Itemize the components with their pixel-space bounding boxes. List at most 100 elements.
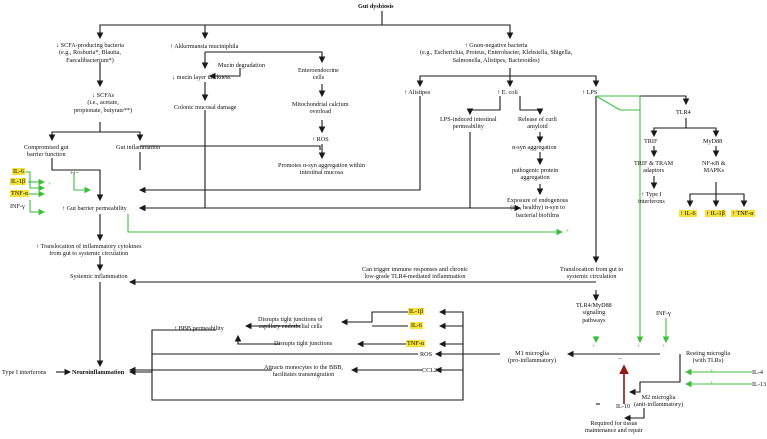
node-line: LPS-induced intestinal	[440, 116, 497, 123]
node-line: interferons	[638, 198, 665, 206]
node-line: M2 microglia	[641, 394, 676, 401]
gut-cytokine-il6: IL-6	[12, 168, 25, 176]
node-line: (anti-inflammatory)	[634, 401, 684, 409]
node-monocytes: Attracts monocytes to the BBB, facilitat…	[264, 364, 343, 379]
node-compromised-barrier: Compromised gut barrier function	[24, 144, 69, 159]
plus-minus-sign: +/−	[70, 170, 79, 177]
node-line: aggregation	[520, 174, 550, 182]
node-line: (i.e., acetate,	[87, 99, 119, 107]
node-trif: TRIF	[644, 138, 658, 145]
node-scfas: ↓ SCFAs (i.e., acetate, propionate, buty…	[74, 92, 132, 114]
node-scfa-bacteria: ↓ SCFA-producing bacteria (e.g., Rosburi…	[56, 42, 124, 64]
node-line: propionate, butyrate**)	[74, 106, 133, 114]
node-exposure-endogenous: Exposure of endogenous (i.e., healthy) α…	[507, 197, 568, 219]
gut-cytokine-infg: INF-γ	[10, 203, 25, 210]
node-il13: IL-13	[752, 381, 767, 388]
node-neuroinflammation: Neuroinflammation	[72, 369, 125, 376]
node-lps: ↑ LPS	[582, 89, 598, 96]
node-repair: Required for tissue maintenance and repa…	[585, 420, 643, 435]
node-ros-up: ↑ ROS	[312, 136, 329, 143]
node-line: Required for tissue	[590, 420, 638, 427]
node-myd88: MyD88	[703, 138, 723, 145]
gut-cytokine-il1b: IL-1β	[10, 178, 27, 186]
plus-sign: +	[710, 368, 714, 375]
node-systemic-inflammation: Systemic inflammation	[70, 273, 128, 280]
node-asyn-mucosa: Promotes α-syn aggregation within intest…	[278, 162, 365, 177]
node-line: (i.e., healthy) α-syn to	[510, 204, 565, 212]
node-line: maintenance and repair	[585, 427, 643, 435]
plus-sign: +	[662, 343, 666, 350]
node-trif-tram: TRIF & TRAM adaptors	[634, 160, 673, 175]
node-line: TRIF & TRAM	[634, 160, 674, 167]
node-il10: IL-10	[616, 403, 631, 410]
node-disrupt-capillary: Disrupts tight junctions of capillary en…	[258, 316, 323, 331]
node-disrupt-tight: Disrupts tight junctions	[274, 340, 333, 347]
node-line: MAPKs	[703, 167, 724, 175]
node-line: bacterial biofilms	[515, 211, 560, 219]
node-line: (pro-inflammatory)	[508, 357, 557, 365]
node-line: Resting microglia	[686, 350, 731, 357]
node-line: Salmonella, Alistipes, Bacteroides)	[452, 56, 540, 64]
node-pathogenic-protein: pathogenic protein aggregation	[512, 167, 558, 182]
node-line: Enteroendocrine	[298, 67, 339, 74]
node-type1-ifn: Type I interferons	[2, 369, 47, 376]
node-translocation-gut: Translocation from gut to systemic circu…	[560, 266, 623, 281]
node-line: Compromised gut	[24, 144, 69, 151]
node-line: ↓ SCFAs	[92, 92, 115, 99]
node-line: barrier function	[26, 151, 66, 159]
node-gram-negative: ↑ Gram-negative bacteria (e.g., Escheric…	[420, 42, 572, 64]
node-line: NF-κB &	[702, 160, 726, 167]
m1-cytokine-il6: IL-6	[410, 322, 423, 330]
node-line: Mitochondrial calcium	[292, 101, 349, 108]
output-tnfa: ↑ TNF-α	[731, 210, 755, 218]
node-tlr4-myd88: TLR4/MyD88 signaling pathways	[576, 302, 612, 324]
node-m2-microglia: M2 microglia (anti-inflammatory)	[634, 394, 683, 409]
node-resting-microglia: Resting microglia (with TLRs)	[686, 350, 730, 365]
node-line: intestinal mucosa	[299, 169, 344, 177]
node-line: systemic circulation	[566, 273, 617, 281]
plus-sign: +	[48, 181, 52, 188]
node-line: ↓ SCFA-producing bacteria	[56, 42, 124, 49]
node-ccl2: CCL2	[422, 367, 438, 374]
node-line: low-grade TLR4-mediated inflammation	[364, 273, 466, 281]
node-type1-ifn-up: ↑ Type I interferons	[638, 191, 665, 206]
node-line: (with TLRs)	[692, 357, 724, 365]
node-line: (e.g., Rosburia*, Blautia,	[58, 49, 121, 57]
node-line: Faecalibacterium*)	[66, 56, 114, 64]
node-gut-barrier-permeability: ↑ Gut barrier permeability	[62, 205, 127, 212]
node-lps-permeability: LPS-induced intestinal permeability	[440, 116, 497, 131]
node-line: Disrupts tight junctions of	[258, 316, 323, 323]
node-line: cells	[312, 74, 325, 82]
node-ros: ROS	[420, 351, 433, 358]
node-m1-microglia: M1 microglia (pro-inflammatory)	[508, 350, 556, 365]
node-line: pathogenic protein	[512, 167, 559, 174]
node-line: amyloid	[527, 123, 548, 131]
node-mucin-degradation: Mucin degradation	[218, 62, 265, 69]
node-line: ↑ Type I	[641, 191, 662, 198]
node-line: Release of curli	[518, 116, 557, 123]
node-line: Translocation from gut to	[560, 266, 624, 273]
node-line: ↑ Translocation of inflammatory cytokine…	[36, 243, 142, 250]
node-line: Attracts monocytes to the BBB,	[264, 364, 343, 371]
node-line: TLR4/MyD88	[576, 302, 612, 309]
node-mucin-thickness: ↓ mucin layer thickness	[172, 74, 231, 81]
node-line: (e.g., Escherichia, Proteus, Enterobacte…	[420, 49, 573, 57]
node-line: overload	[309, 108, 332, 116]
node-ecoli: ↑ E. coli	[497, 89, 518, 96]
plus-sign: +	[566, 228, 570, 235]
node-trigger-immune: Can trigger immune responses and chronic…	[362, 266, 468, 281]
output-il1b: ↑ IL-1β	[705, 210, 726, 218]
node-curli: Release of curli amyloid	[518, 116, 557, 131]
plus-sign: +	[592, 343, 596, 350]
minus-sign: −	[618, 354, 623, 363]
plus-sign: +	[637, 343, 641, 350]
node-line: capillary endothelial cells	[258, 323, 323, 331]
node-line: adaptors	[643, 167, 665, 175]
node-line: pathways	[582, 316, 606, 324]
node-line: permeability	[452, 123, 484, 131]
node-line: ↑ Gram-negative bacteria	[464, 42, 528, 49]
node-line: Exposure of endogenous	[507, 197, 569, 204]
node-translocation-cytokines: ↑ Translocation of inflammatory cytokine…	[36, 243, 142, 258]
gut-cytokine-tnfa: TNF-α	[10, 190, 29, 198]
